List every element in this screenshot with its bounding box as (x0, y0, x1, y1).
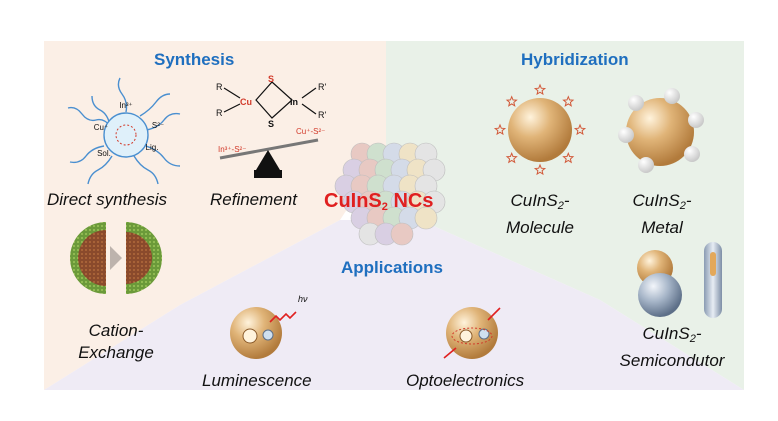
applications-title: Applications (341, 258, 444, 277)
sol-label: Sol. (97, 149, 111, 158)
lig-label: Lig. (146, 143, 159, 152)
applications-panel (44, 220, 744, 390)
cation-exchange-line1: Cation- (88, 321, 144, 340)
metal-label: CuInS2- Metal (622, 190, 702, 239)
center-label-prefix: CuInS (324, 190, 382, 212)
molecule-line2: Molecule (505, 218, 575, 237)
s-atom-bottom: S (268, 119, 274, 129)
metal-hybrid-illustration (618, 88, 704, 173)
optoelectronics-illustration (443, 307, 501, 359)
hv-label: hν (298, 294, 308, 304)
hybridization-title: Hybridization (521, 50, 629, 69)
cu-plus-label: Cu⁺ (94, 123, 108, 132)
r-prime-label-2: R' (318, 110, 326, 120)
cluster-sphere (390, 222, 414, 246)
molecule-star (533, 83, 547, 96)
molecule-prefix: CuInS (510, 191, 558, 210)
direct-synthesis-illustration: In³⁺ Cu⁺ S²⁻ Sol. Lig. (67, 77, 181, 185)
molecule-star (562, 151, 575, 164)
nanocrystal-cluster (334, 142, 446, 246)
s2-label: S²⁻ (152, 121, 164, 130)
metal-suffix: - (685, 191, 692, 210)
cluster-sphere (414, 206, 438, 230)
molecule-hybrid-illustration (493, 83, 587, 176)
refinement-balance: In³⁺-S²⁻ Cu⁺-S²⁻ (218, 127, 325, 178)
r-label-1: R (216, 82, 223, 92)
r-prime-label-1: R' (318, 82, 326, 92)
semi-line2: Semicondutor (619, 351, 725, 370)
refinement-label: Refinement (210, 190, 297, 209)
molecule-star (505, 151, 518, 164)
s-atom-top: S (268, 74, 274, 84)
direct-synthesis-label: Direct synthesis (47, 190, 167, 209)
metal-sub: 2 (679, 200, 686, 212)
semi-suffix: - (695, 324, 702, 343)
semi-sub: 2 (689, 333, 696, 345)
cation-exchange-line2: Exchange (78, 343, 154, 362)
center-label: CuInS2 NCs (324, 190, 433, 213)
center-label-sub: 2 (381, 201, 388, 213)
semiconductor-label: CuInS2- Semicondutor (610, 323, 734, 372)
center-label-suffix: NCs (387, 190, 434, 212)
refinement-molecule: R R Cu S S In R' R' (216, 74, 326, 129)
in-atom-label: In (290, 97, 298, 107)
r-label-2: R (216, 108, 223, 118)
molecule-star (573, 123, 587, 136)
cu-s-label: Cu⁺-S²⁻ (296, 127, 325, 136)
cu-atom-label: Cu (240, 97, 252, 107)
molecule-star (562, 95, 575, 107)
metal-prefix: CuInS (632, 191, 680, 210)
metal-line2: Metal (641, 218, 683, 237)
cation-exchange-label: Cation- Exchange (70, 320, 162, 364)
molecule-label: CuInS2- Molecule (494, 190, 586, 239)
molecule-suffix: - (563, 191, 570, 210)
semi-prefix: CuInS (642, 324, 690, 343)
in-s-label: In³⁺-S²⁻ (218, 145, 246, 154)
in3-label: In³⁺ (119, 101, 133, 110)
luminescence-label: Luminescence (202, 371, 312, 390)
molecule-sub: 2 (557, 200, 564, 212)
synthesis-title: Synthesis (154, 50, 235, 69)
luminescence-illustration: hν (230, 294, 308, 359)
molecule-star (533, 163, 547, 176)
cation-exchange-illustration (70, 222, 162, 294)
molecule-star (493, 123, 507, 136)
molecule-star (505, 95, 518, 107)
optoelectronics-label: Optoelectronics (406, 371, 525, 390)
semiconductor-hybrid-illustration (637, 242, 722, 318)
